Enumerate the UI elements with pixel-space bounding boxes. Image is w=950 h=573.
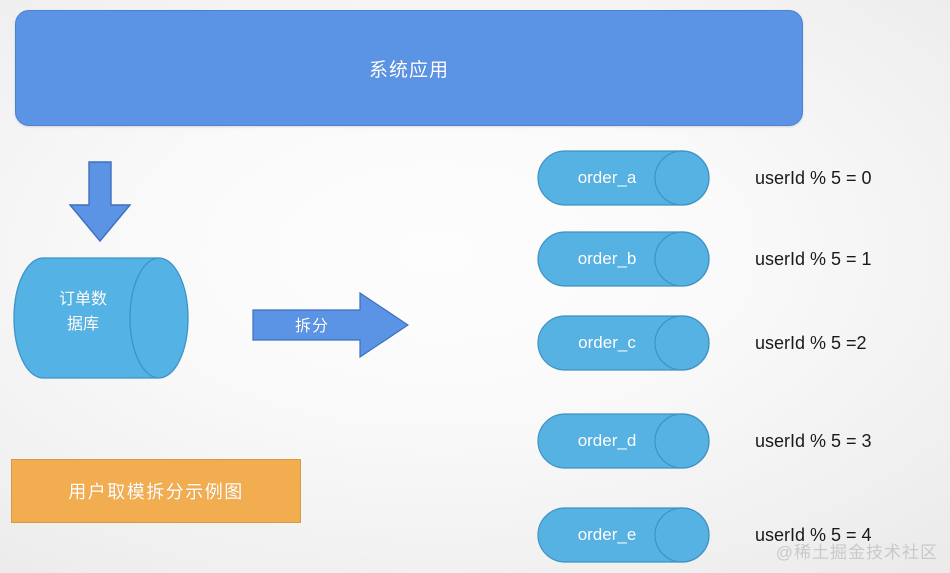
caption-box: 用户取模拆分示例图 <box>11 459 301 523</box>
shard-rule-label: userId % 5 = 4 <box>755 524 872 545</box>
down-arrow-icon <box>68 161 132 243</box>
caption-label: 用户取模拆分示例图 <box>68 482 244 502</box>
shard-rule-label: userId % 5 =2 <box>755 332 867 353</box>
shard-row: order_a userId % 5 = 0 <box>537 150 942 206</box>
system-application-box: 系统应用 <box>15 10 803 126</box>
shard-cylinder-order-c <box>537 315 710 371</box>
shard-rule-label: userId % 5 = 0 <box>755 167 872 188</box>
shard-cylinder-order-d <box>537 413 710 469</box>
system-application-label: 系统应用 <box>368 59 449 81</box>
split-arrow-icon <box>252 291 410 359</box>
shard-rule-label: userId % 5 = 1 <box>755 248 872 269</box>
shard-cylinder-order-a <box>537 150 710 206</box>
shard-row: order_b userId % 5 = 1 <box>537 231 942 287</box>
order-database-cylinder <box>13 257 189 379</box>
shard-cylinder-order-e <box>537 507 710 563</box>
shard-rule-label: userId % 5 = 3 <box>755 430 872 451</box>
shard-row: order_d userId % 5 = 3 <box>537 413 942 469</box>
shard-row: order_c userId % 5 =2 <box>537 315 942 371</box>
shard-cylinder-order-b <box>537 231 710 287</box>
watermark: @稀土掘金技术社区 <box>775 543 938 562</box>
